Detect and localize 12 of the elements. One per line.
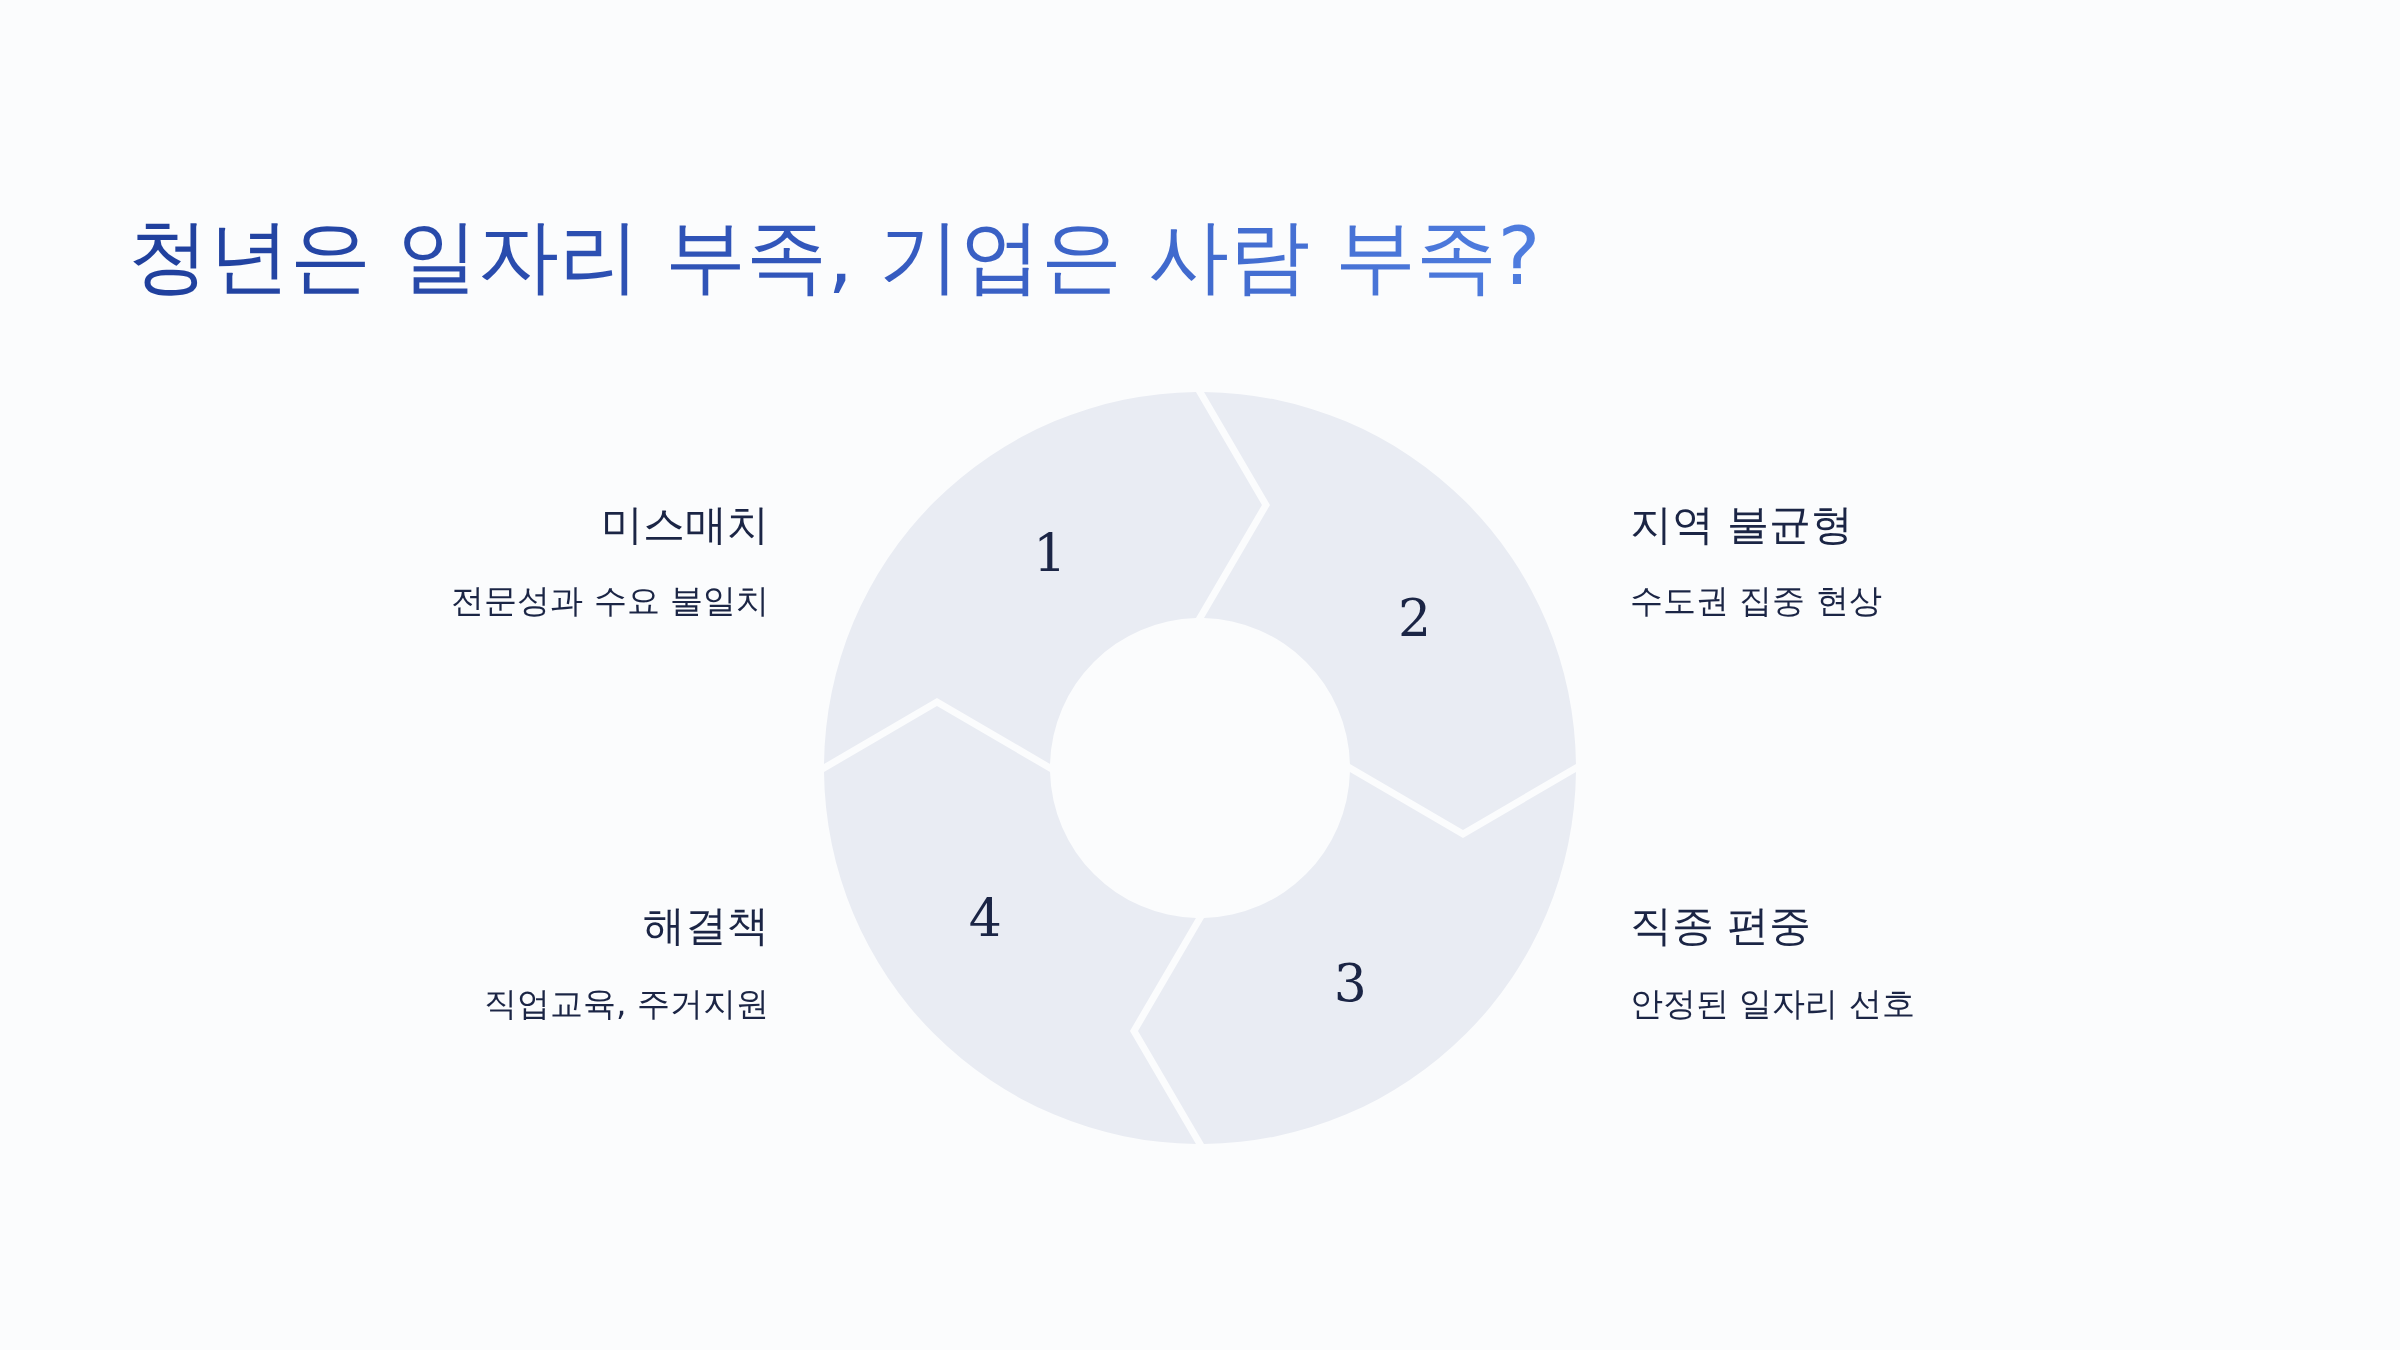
step-heading: 지역 불균형 [1630,500,1854,550]
step-number: 1 [1033,527,1067,580]
step-number: 4 [968,892,1002,945]
step-number: 3 [1333,956,1367,1009]
step-description: 직업교육, 주거지원 [484,985,769,1023]
step-description: 수도권 집중 현상 [1630,582,1882,620]
step-heading: 해결책 [643,901,769,951]
step-description: 안정된 일자리 선호 [1630,985,1915,1023]
step-number: 2 [1398,591,1432,644]
step-heading: 미스매치 [601,500,769,550]
step-description: 전문성과 수요 불일치 [451,582,769,620]
step-heading: 직종 편중 [1630,901,1812,951]
